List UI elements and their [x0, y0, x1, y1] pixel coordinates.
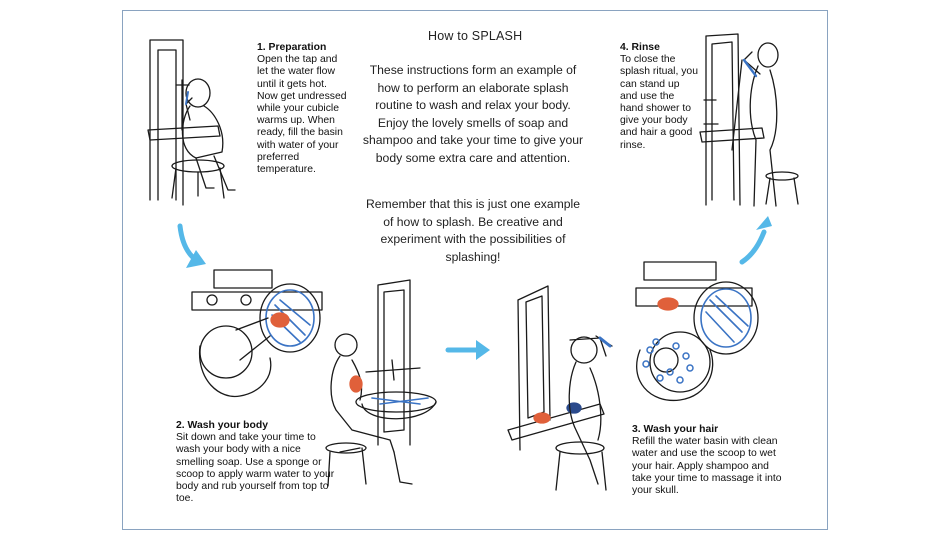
arrowhead-step1-to-2 [186, 250, 206, 268]
step2-topview-illustration [191, 269, 323, 398]
step2-sideview-illustration [325, 279, 437, 487]
reminder-text: Remember that this is just one example o… [365, 197, 581, 264]
diagram-title: How to SPLASH [428, 29, 523, 43]
step-heading: 1. Preparation [257, 42, 327, 53]
step-heading: 2. Wash your body [176, 420, 268, 431]
step-body: To close the splash ritual, you can stan… [620, 54, 698, 151]
arrowhead-step3-to-4 [756, 216, 772, 230]
step-2-text: 2. Wash your body Sit down and take your… [176, 420, 336, 505]
step-1-text: 1. Preparation Open the tap and let the … [257, 42, 347, 176]
step-3-text: 3. Wash your hair Refill the water basin… [632, 424, 782, 497]
arrowhead-step2-to-3 [476, 340, 490, 360]
step3-topview-illustration [635, 261, 759, 402]
step-body: Open the tap and let the water flow unti… [257, 54, 347, 176]
step-4-text: 4. Rinse To close the splash ritual, you… [620, 42, 698, 152]
step1-illustration [147, 39, 236, 206]
step-body: Refill the water basin with clean water … [632, 436, 782, 497]
step4-illustration [699, 33, 799, 207]
step-heading: 3. Wash your hair [632, 424, 719, 435]
step-body: Sit down and take your time to wash your… [176, 432, 335, 505]
step3-sideview-illustration [507, 285, 613, 491]
arrow-step3-to-4 [739, 229, 767, 265]
intro-text: These instructions form an example of ho… [362, 63, 584, 165]
step-heading: 4. Rinse [620, 42, 660, 53]
